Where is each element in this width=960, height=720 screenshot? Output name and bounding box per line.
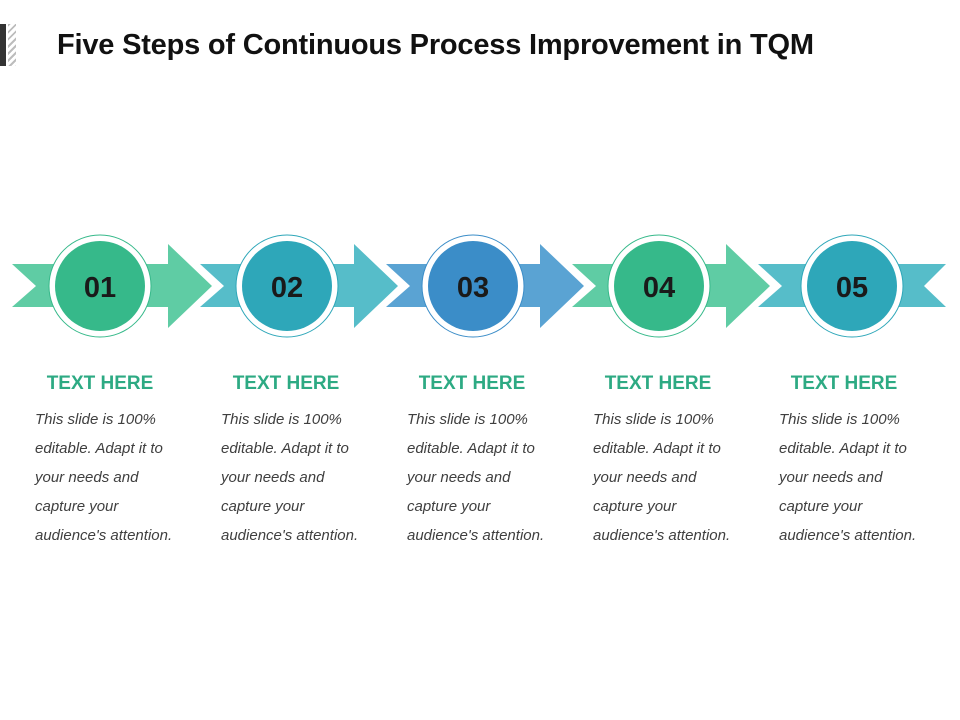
title-accent-hatch bbox=[8, 24, 16, 66]
step-heading: TEXT HERE bbox=[232, 373, 340, 394]
step-number-2: 02 bbox=[271, 272, 303, 304]
step-circle-4: 04 bbox=[607, 234, 711, 338]
step-heading: TEXT HERE bbox=[790, 373, 898, 394]
step-circle-3: 03 bbox=[421, 234, 525, 338]
step-text-2: TEXT HERE This slide is 100% editable. A… bbox=[221, 373, 381, 550]
step-description: This slide is 100% editable. Adapt it to… bbox=[779, 411, 917, 544]
step-description: This slide is 100% editable. Adapt it to… bbox=[221, 411, 359, 544]
step-description: This slide is 100% editable. Adapt it to… bbox=[593, 411, 731, 544]
step-heading: TEXT HERE bbox=[604, 373, 712, 394]
step-number-1: 01 bbox=[84, 272, 116, 304]
step-number-4: 04 bbox=[643, 272, 675, 304]
step-text-1: TEXT HERE This slide is 100% editable. A… bbox=[35, 373, 195, 550]
step-heading: TEXT HERE bbox=[418, 373, 526, 394]
step-description: This slide is 100% editable. Adapt it to… bbox=[35, 411, 173, 544]
step-circle-1: 01 bbox=[48, 234, 152, 338]
title-accent-bar bbox=[0, 24, 6, 66]
step-circle-5: 05 bbox=[800, 234, 904, 338]
step-text-5: TEXT HERE This slide is 100% editable. A… bbox=[779, 373, 939, 550]
step-text-3: TEXT HERE This slide is 100% editable. A… bbox=[407, 373, 567, 550]
step-number-5: 05 bbox=[836, 272, 868, 304]
slide-title: Five Steps of Continuous Process Improve… bbox=[57, 29, 814, 61]
step-circle-2: 02 bbox=[235, 234, 339, 338]
step-heading: TEXT HERE bbox=[46, 373, 154, 394]
step-text-4: TEXT HERE This slide is 100% editable. A… bbox=[593, 373, 753, 550]
step-description: This slide is 100% editable. Adapt it to… bbox=[407, 411, 545, 544]
step-number-3: 03 bbox=[457, 272, 489, 304]
